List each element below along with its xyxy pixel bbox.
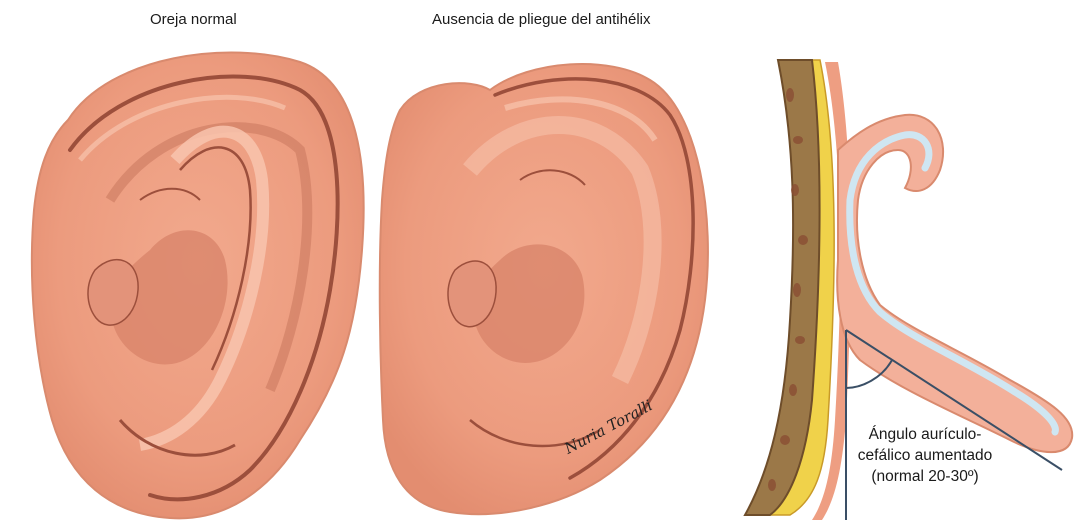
angle-label-line2: cefálico aumentado [840,445,1010,466]
angle-label: Ángulo aurículo- cefálico aumentado (nor… [840,424,1010,487]
normal-ear [32,53,364,519]
angle-label-line1: Ángulo aurículo- [840,424,1010,445]
angle-label-line3: (normal 20-30º) [840,466,1010,487]
absent-fold-ear [380,64,708,514]
